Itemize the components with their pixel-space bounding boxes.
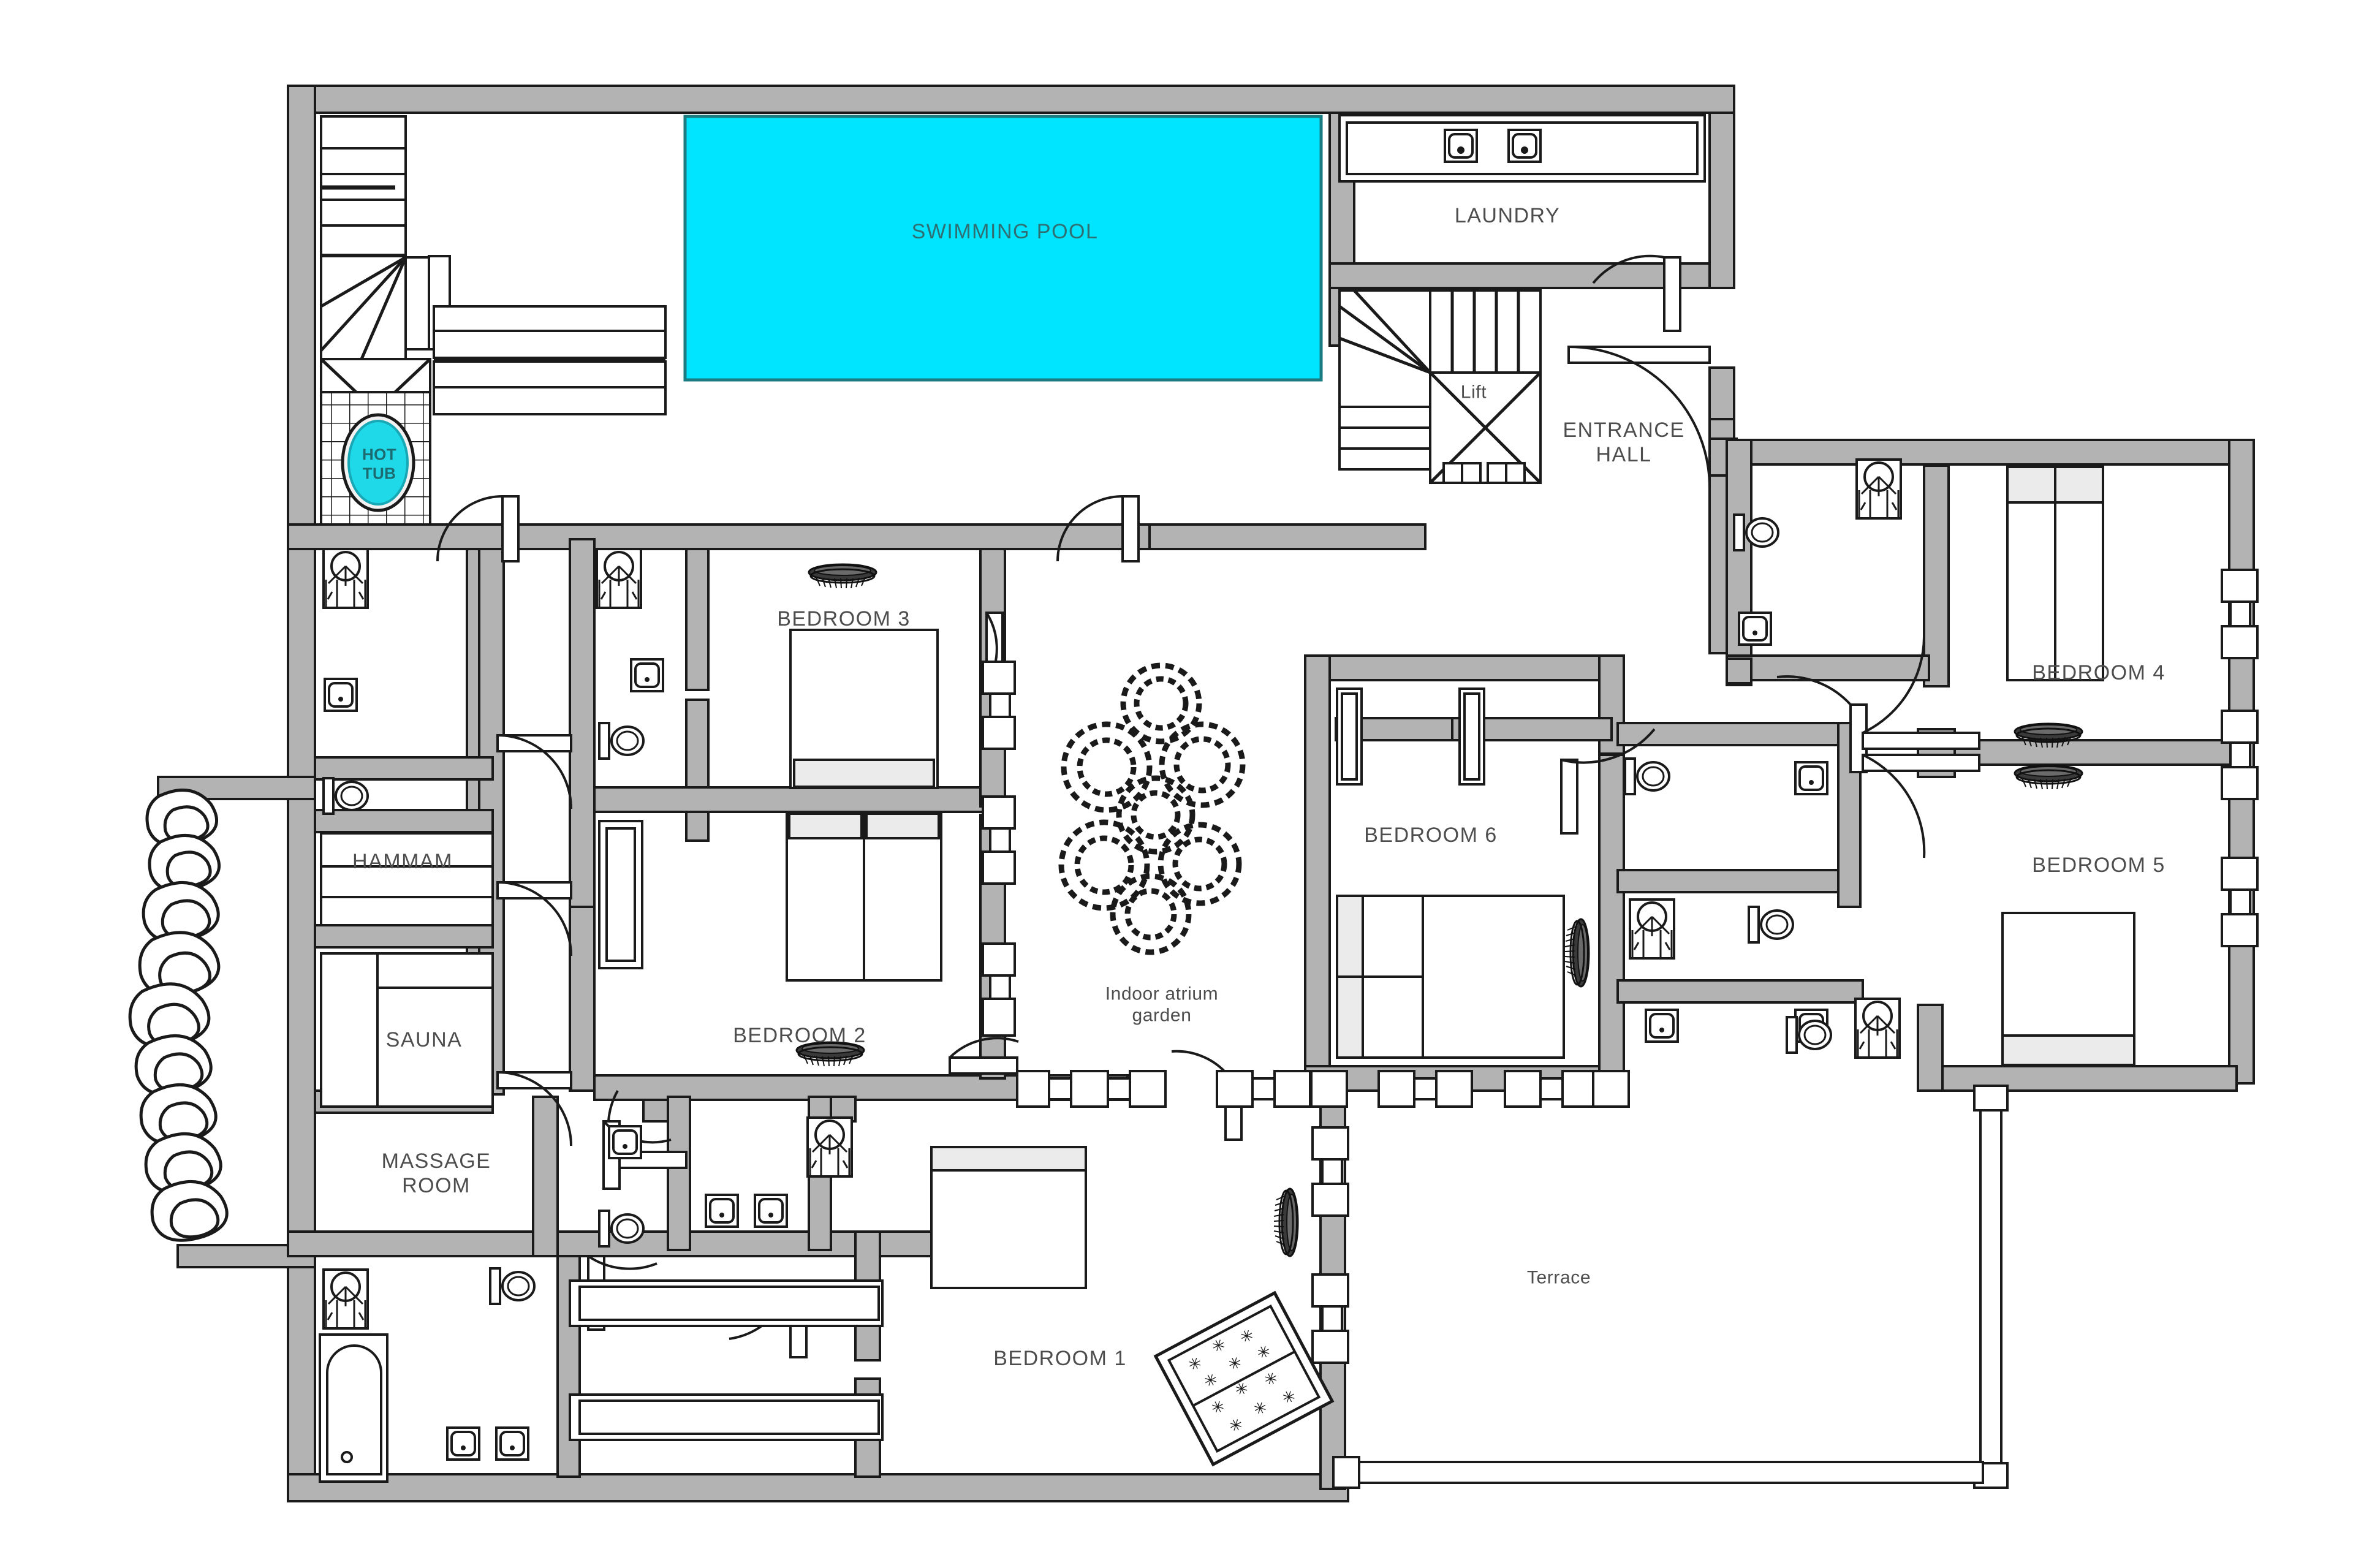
- room-label-bedroom-6: BEDROOM 6: [1364, 823, 1498, 847]
- room-label-lift: Lift: [1460, 382, 1487, 403]
- swimming-pool-basin: [683, 115, 1323, 382]
- bathtub-massage-wing: [319, 1333, 388, 1483]
- laundry-appliance-run: [1338, 114, 1706, 183]
- terrace-railing: [1332, 1085, 2009, 1489]
- room-label-hammam: HAMMAM: [352, 849, 453, 873]
- window-openings: [982, 569, 2259, 1364]
- hot-tub-basin: [320, 391, 431, 526]
- bed-bedroom-6: [1336, 895, 1565, 1059]
- lift-shaft: [1429, 371, 1542, 484]
- room-label-bedroom-4: BEDROOM 4: [2032, 661, 2165, 684]
- bed-bedroom-2: [786, 812, 942, 982]
- indoor-atrium-planting: [1058, 662, 1246, 955]
- rug-bedroom-1: ✳✳✳ ✳✳✳ ✳✳✳ ✳✳✳: [1153, 1290, 1335, 1467]
- room-label-bedroom-5: BEDROOM 5: [2032, 853, 2165, 877]
- wall-fan-bedroom-6: [1564, 918, 1590, 988]
- fixtures-layer: [319, 458, 2083, 1483]
- bed-bedroom-5: [2001, 912, 2135, 1066]
- beds-layer: [320, 466, 2135, 1441]
- room-label-laundry: LAUNDRY: [1454, 203, 1561, 227]
- bed-bedroom-3: [789, 629, 939, 789]
- room-label-sauna: SAUNA: [385, 1028, 463, 1051]
- ceiling-fan-bedroom-3: [808, 563, 877, 589]
- room-label-bedroom-1: BEDROOM 1: [993, 1346, 1127, 1370]
- door-layer: [436, 254, 1980, 1358]
- wall-fan-bedroom-1: [1273, 1187, 1299, 1257]
- room-label-bedroom-2: BEDROOM 2: [733, 1023, 866, 1047]
- room-label-swimming-pool: SWIMMING POOL: [911, 219, 1099, 243]
- exterior-shrub-row: [128, 789, 229, 1242]
- bed-bedroom-4: [2006, 466, 2104, 681]
- ceiling-fan-bedroom-5: [2014, 764, 2083, 790]
- bed-bedroom-1: [930, 1146, 1087, 1289]
- room-label-bedroom-3: BEDROOM 3: [777, 607, 911, 631]
- main-staircase: [1338, 289, 1542, 484]
- room-label-terrace: Terrace: [1526, 1267, 1591, 1288]
